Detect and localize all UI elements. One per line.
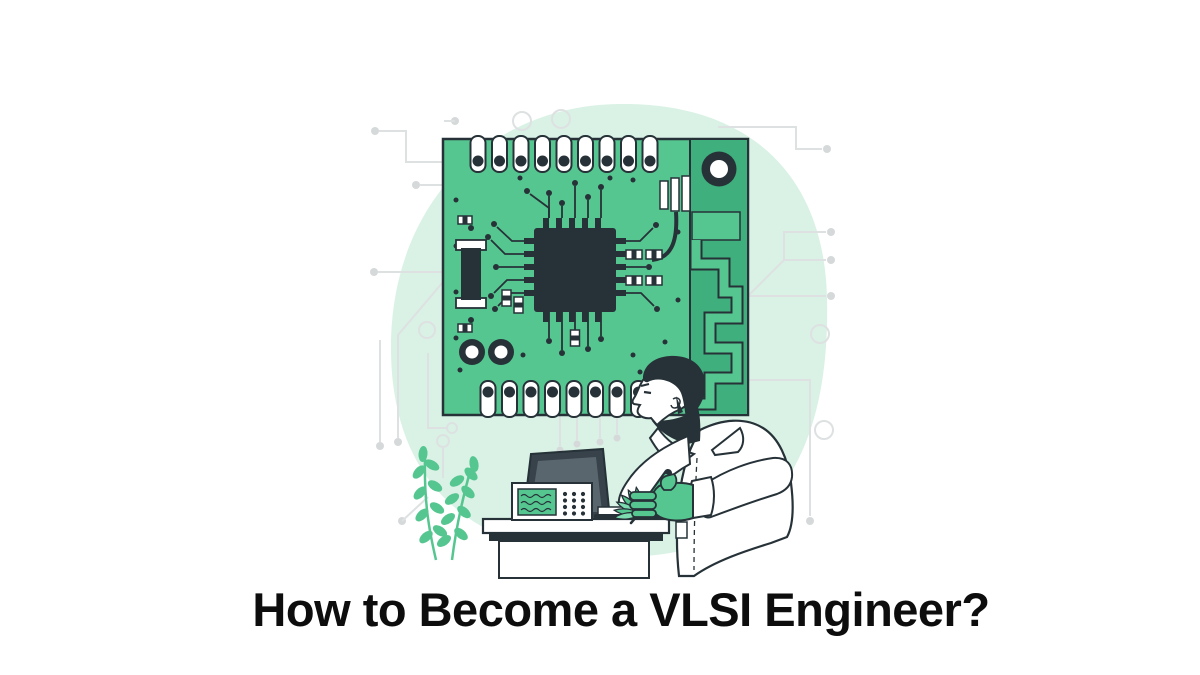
coat-pocket: [675, 521, 688, 539]
solder-pads-top: [469, 135, 659, 173]
plant-icon: [412, 446, 479, 561]
engineer-head: [631, 355, 706, 433]
near-arm-group: [629, 456, 794, 525]
circuit-traces-right: [718, 126, 835, 525]
desk-pedestal: [498, 540, 650, 579]
desk-top: [481, 517, 671, 535]
circuit-traces-top: [512, 109, 571, 131]
microchip: [524, 218, 626, 322]
antenna-pad: [691, 211, 741, 241]
mounting-holes-bottom-left: [459, 339, 514, 365]
page-title: How to Become a VLSI Engineer?: [252, 583, 990, 636]
oscilloscope: [511, 447, 612, 521]
antenna-meander-trace: [689, 240, 744, 411]
glove-thumb: [659, 472, 678, 491]
circuit-traces-below-board: [556, 415, 621, 454]
waveform-lines: [520, 493, 552, 513]
circuit-traces-left: [370, 117, 459, 525]
control-buttons: [562, 491, 586, 516]
eye: [643, 390, 652, 395]
resistor-components: [457, 175, 691, 347]
background-circuit-traces: [370, 109, 835, 525]
green-glove: [629, 472, 694, 522]
eyebrow: [640, 383, 650, 387]
workbench-desk: [481, 517, 671, 579]
collar-right: [710, 426, 745, 457]
sideburn: [676, 396, 683, 414]
mounting-hole-top-right: [701, 151, 737, 187]
capacitor-component: [455, 239, 487, 309]
desk-edge: [489, 533, 663, 541]
hair: [642, 355, 706, 433]
